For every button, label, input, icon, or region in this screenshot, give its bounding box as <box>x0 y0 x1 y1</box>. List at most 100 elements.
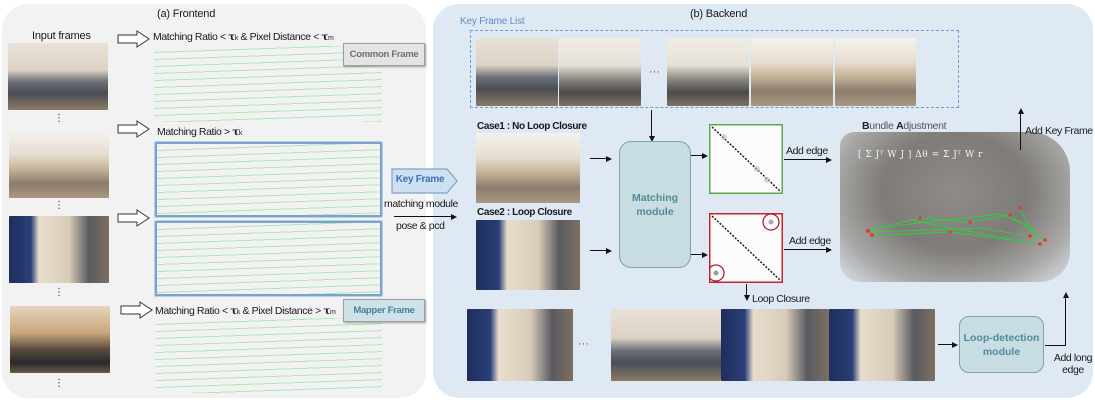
arrow-head-icon <box>952 341 958 348</box>
add-long-edge-label: Add long edge <box>1053 352 1093 376</box>
long-edge-arrow-h <box>1045 345 1066 347</box>
loop-detection-module-box: Loop-detection module <box>959 316 1044 373</box>
mapper-frame-match-pair <box>155 318 382 393</box>
key-frame-match-pair-2 <box>155 221 382 296</box>
key-frame-list <box>470 30 959 108</box>
input-frame-4 <box>10 306 110 373</box>
rule-key-frame: Matching Ratio > τk <box>157 126 242 138</box>
arrow-head-icon <box>702 152 708 159</box>
loop-frames-ellipsis: ··· <box>578 338 589 350</box>
key-frame-match-pair-1 <box>155 142 382 217</box>
common-frame-tag: Common Frame <box>343 43 425 66</box>
tau-symbol: τ <box>323 305 330 317</box>
module-to-matrix2-arrow <box>691 254 703 256</box>
similarity-matrix-case1 <box>709 124 783 194</box>
key-frame-list-label: Key Frame List <box>460 16 525 27</box>
backend-title: (b) Backend <box>690 8 748 20</box>
input-frame-3 <box>9 216 109 283</box>
vdots-3: ⋮ <box>54 287 64 298</box>
hollow-arrow-icon <box>117 209 150 227</box>
loop-frame-2 <box>611 309 721 381</box>
tau-subscript: k <box>238 130 243 137</box>
arrow-head-icon <box>451 213 457 220</box>
arrow-head-icon <box>1062 292 1069 298</box>
tau-symbol: τ <box>228 31 235 43</box>
tau-subscript: k <box>236 309 241 316</box>
case2-label: Case2 : Loop Closure <box>477 207 572 218</box>
ba-text: undle <box>869 120 897 132</box>
arrow-head-icon <box>648 136 655 142</box>
arrow-head-icon <box>606 247 612 254</box>
tau-symbol: τ <box>232 126 239 138</box>
arrow-head-icon <box>1017 108 1024 114</box>
tau-symbol: τ <box>321 31 328 43</box>
key-frame-tag <box>391 168 458 194</box>
add-edge-arrow-2 <box>784 249 828 251</box>
input-frames-label: Input frames <box>32 30 91 42</box>
ba-initial-a: A <box>896 120 904 132</box>
arrow-head-icon <box>702 251 708 258</box>
loop-closure-arrow <box>746 284 748 296</box>
key-frame-thumb-5 <box>835 38 916 106</box>
rule-text: Matching Ratio < <box>155 305 231 317</box>
add-key-frame-label: Add Key Frame <box>1025 125 1093 137</box>
rule-text: Matching Ratio > <box>157 126 233 138</box>
case1-label: Case1 : No Loop Closure <box>477 121 587 132</box>
case2-arrow <box>590 250 608 252</box>
rule-text: & Pixel Distance < <box>237 31 322 43</box>
key-frame-thumb-4 <box>751 38 833 106</box>
module-to-matrix1-arrow <box>691 155 703 157</box>
similarity-matrix-case2 <box>709 213 783 283</box>
vdots-4: ⋮ <box>54 378 64 389</box>
add-edge-label-2: Add edge <box>789 235 831 247</box>
loop-frame-1 <box>467 309 573 381</box>
matching-module-arrow-label: matching module <box>384 198 458 210</box>
key-frame-tag-label: Key Frame <box>395 174 445 185</box>
point-cloud-map <box>840 132 1070 282</box>
ba-text: djustment <box>903 120 947 132</box>
pose-graph <box>866 206 1047 246</box>
key-frame-thumb-1 <box>476 38 558 106</box>
vdots-2: ⋮ <box>54 200 64 211</box>
key-frame-thumb-3 <box>667 38 749 106</box>
tau-subscript: k <box>234 35 239 42</box>
mapper-frame-tag: Mapper Frame <box>343 299 425 322</box>
rule-mapper-frame: Matching Ratio < τk & Pixel Distance > τ… <box>155 305 336 317</box>
arrow-head-icon <box>826 246 832 253</box>
input-frame-1 <box>8 43 108 110</box>
kf-to-matching-arrow <box>651 110 653 138</box>
hollow-arrow-icon <box>117 120 150 138</box>
long-edge-arrow-v <box>1065 296 1067 346</box>
loop-highlight-circle <box>709 264 725 282</box>
arrow-head-icon <box>606 155 612 162</box>
loop-closure-label: Loop Closure <box>752 293 810 305</box>
tau-subscript: m <box>328 35 334 42</box>
add-key-frame-arrow <box>1020 112 1022 150</box>
rule-text: & Pixel Distance > <box>239 305 324 317</box>
hollow-arrow-icon <box>120 301 153 319</box>
matching-module-box: Matching module <box>619 141 691 268</box>
bundle-adjustment-title: Bundle Adjustment <box>862 120 947 132</box>
loop-highlight-circle <box>762 213 780 231</box>
loop-frame-3 <box>721 309 829 381</box>
frontend-title: (a) Frontend <box>157 8 216 20</box>
add-edge-label-1: Add edge <box>786 145 828 157</box>
ba-initial-b: B <box>862 120 870 132</box>
arrow-head-icon <box>826 156 832 163</box>
tau-symbol: τ <box>230 305 237 317</box>
pose-pcd-label: pose & pcd <box>396 220 445 232</box>
hollow-arrow-icon <box>117 30 150 48</box>
keyframe-arrow-line <box>394 216 452 218</box>
key-frame-thumb-2 <box>559 38 641 106</box>
tau-subscript: m <box>330 309 336 316</box>
rule-text: Matching Ratio < <box>153 31 229 43</box>
ba-equation: [ Σ Jᵀ W J ] Δθ = Σ Jᵀ W r <box>858 150 983 160</box>
case1-arrow <box>590 158 608 160</box>
input-frame-2 <box>9 131 109 198</box>
key-frame-ellipsis: ··· <box>649 66 660 78</box>
to-loop-detection-arrow <box>938 344 953 346</box>
vdots-1: ⋮ <box>54 113 64 124</box>
add-edge-arrow-1 <box>784 159 828 161</box>
arrow-head-icon <box>743 295 750 301</box>
rule-common-frame: Matching Ratio < τk & Pixel Distance < τ… <box>153 31 334 43</box>
